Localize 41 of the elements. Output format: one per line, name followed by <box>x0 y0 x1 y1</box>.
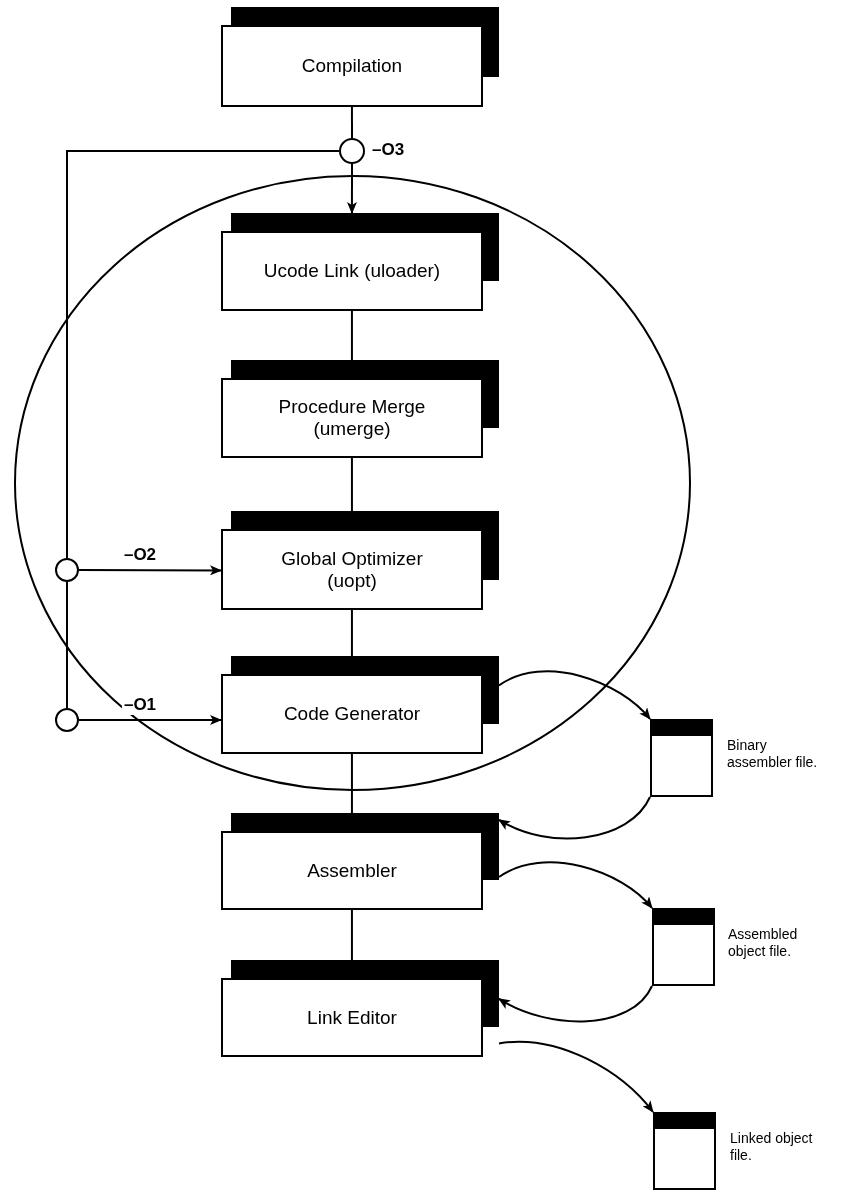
connector-line <box>66 581 68 709</box>
arrow <box>498 1040 654 1113</box>
process-box <box>221 360 499 458</box>
connector-line <box>350 457 353 512</box>
arrow <box>498 985 653 1023</box>
process-box <box>221 813 499 910</box>
arrow <box>498 796 651 840</box>
arrow <box>498 861 653 909</box>
box-label: Procedure Merge (umerge) <box>277 396 427 440</box>
junction-circle <box>339 138 365 164</box>
box-label: Link Editor <box>306 1006 398 1029</box>
box-label: Code Generator <box>282 703 422 725</box>
arrow <box>346 163 357 214</box>
file-caption: Assembled object file. <box>728 926 799 960</box>
box-label: Global Optimizer (uopt) <box>280 547 424 592</box>
edge-label: –O1 <box>121 695 159 715</box>
process-box <box>221 7 499 107</box>
connector-line <box>350 310 353 361</box>
process-box <box>221 511 499 610</box>
box-label: Ucode Link (uloader) <box>262 260 442 282</box>
process-box <box>221 213 499 311</box>
file-icon <box>652 908 715 986</box>
connector-line <box>350 909 353 961</box>
connector-line <box>350 609 353 657</box>
arrow <box>78 715 222 725</box>
junction-circle <box>55 708 79 732</box>
file-icon <box>650 719 713 797</box>
file-caption: Linked object file. <box>730 1130 814 1164</box>
process-box <box>221 960 499 1057</box>
connector-line <box>66 150 340 559</box>
file-caption: Binary assembler file. <box>727 737 819 771</box>
connector-line <box>350 106 353 139</box>
grouping-ellipse <box>14 175 691 791</box>
box-label: Assembler <box>306 859 398 882</box>
junction-circle <box>55 558 79 582</box>
box-label: Compilation <box>300 55 404 77</box>
arrow <box>78 565 222 576</box>
option-label: –O3 <box>372 140 406 161</box>
process-box <box>221 656 499 754</box>
file-icon <box>653 1112 716 1190</box>
connector-line <box>350 753 353 814</box>
